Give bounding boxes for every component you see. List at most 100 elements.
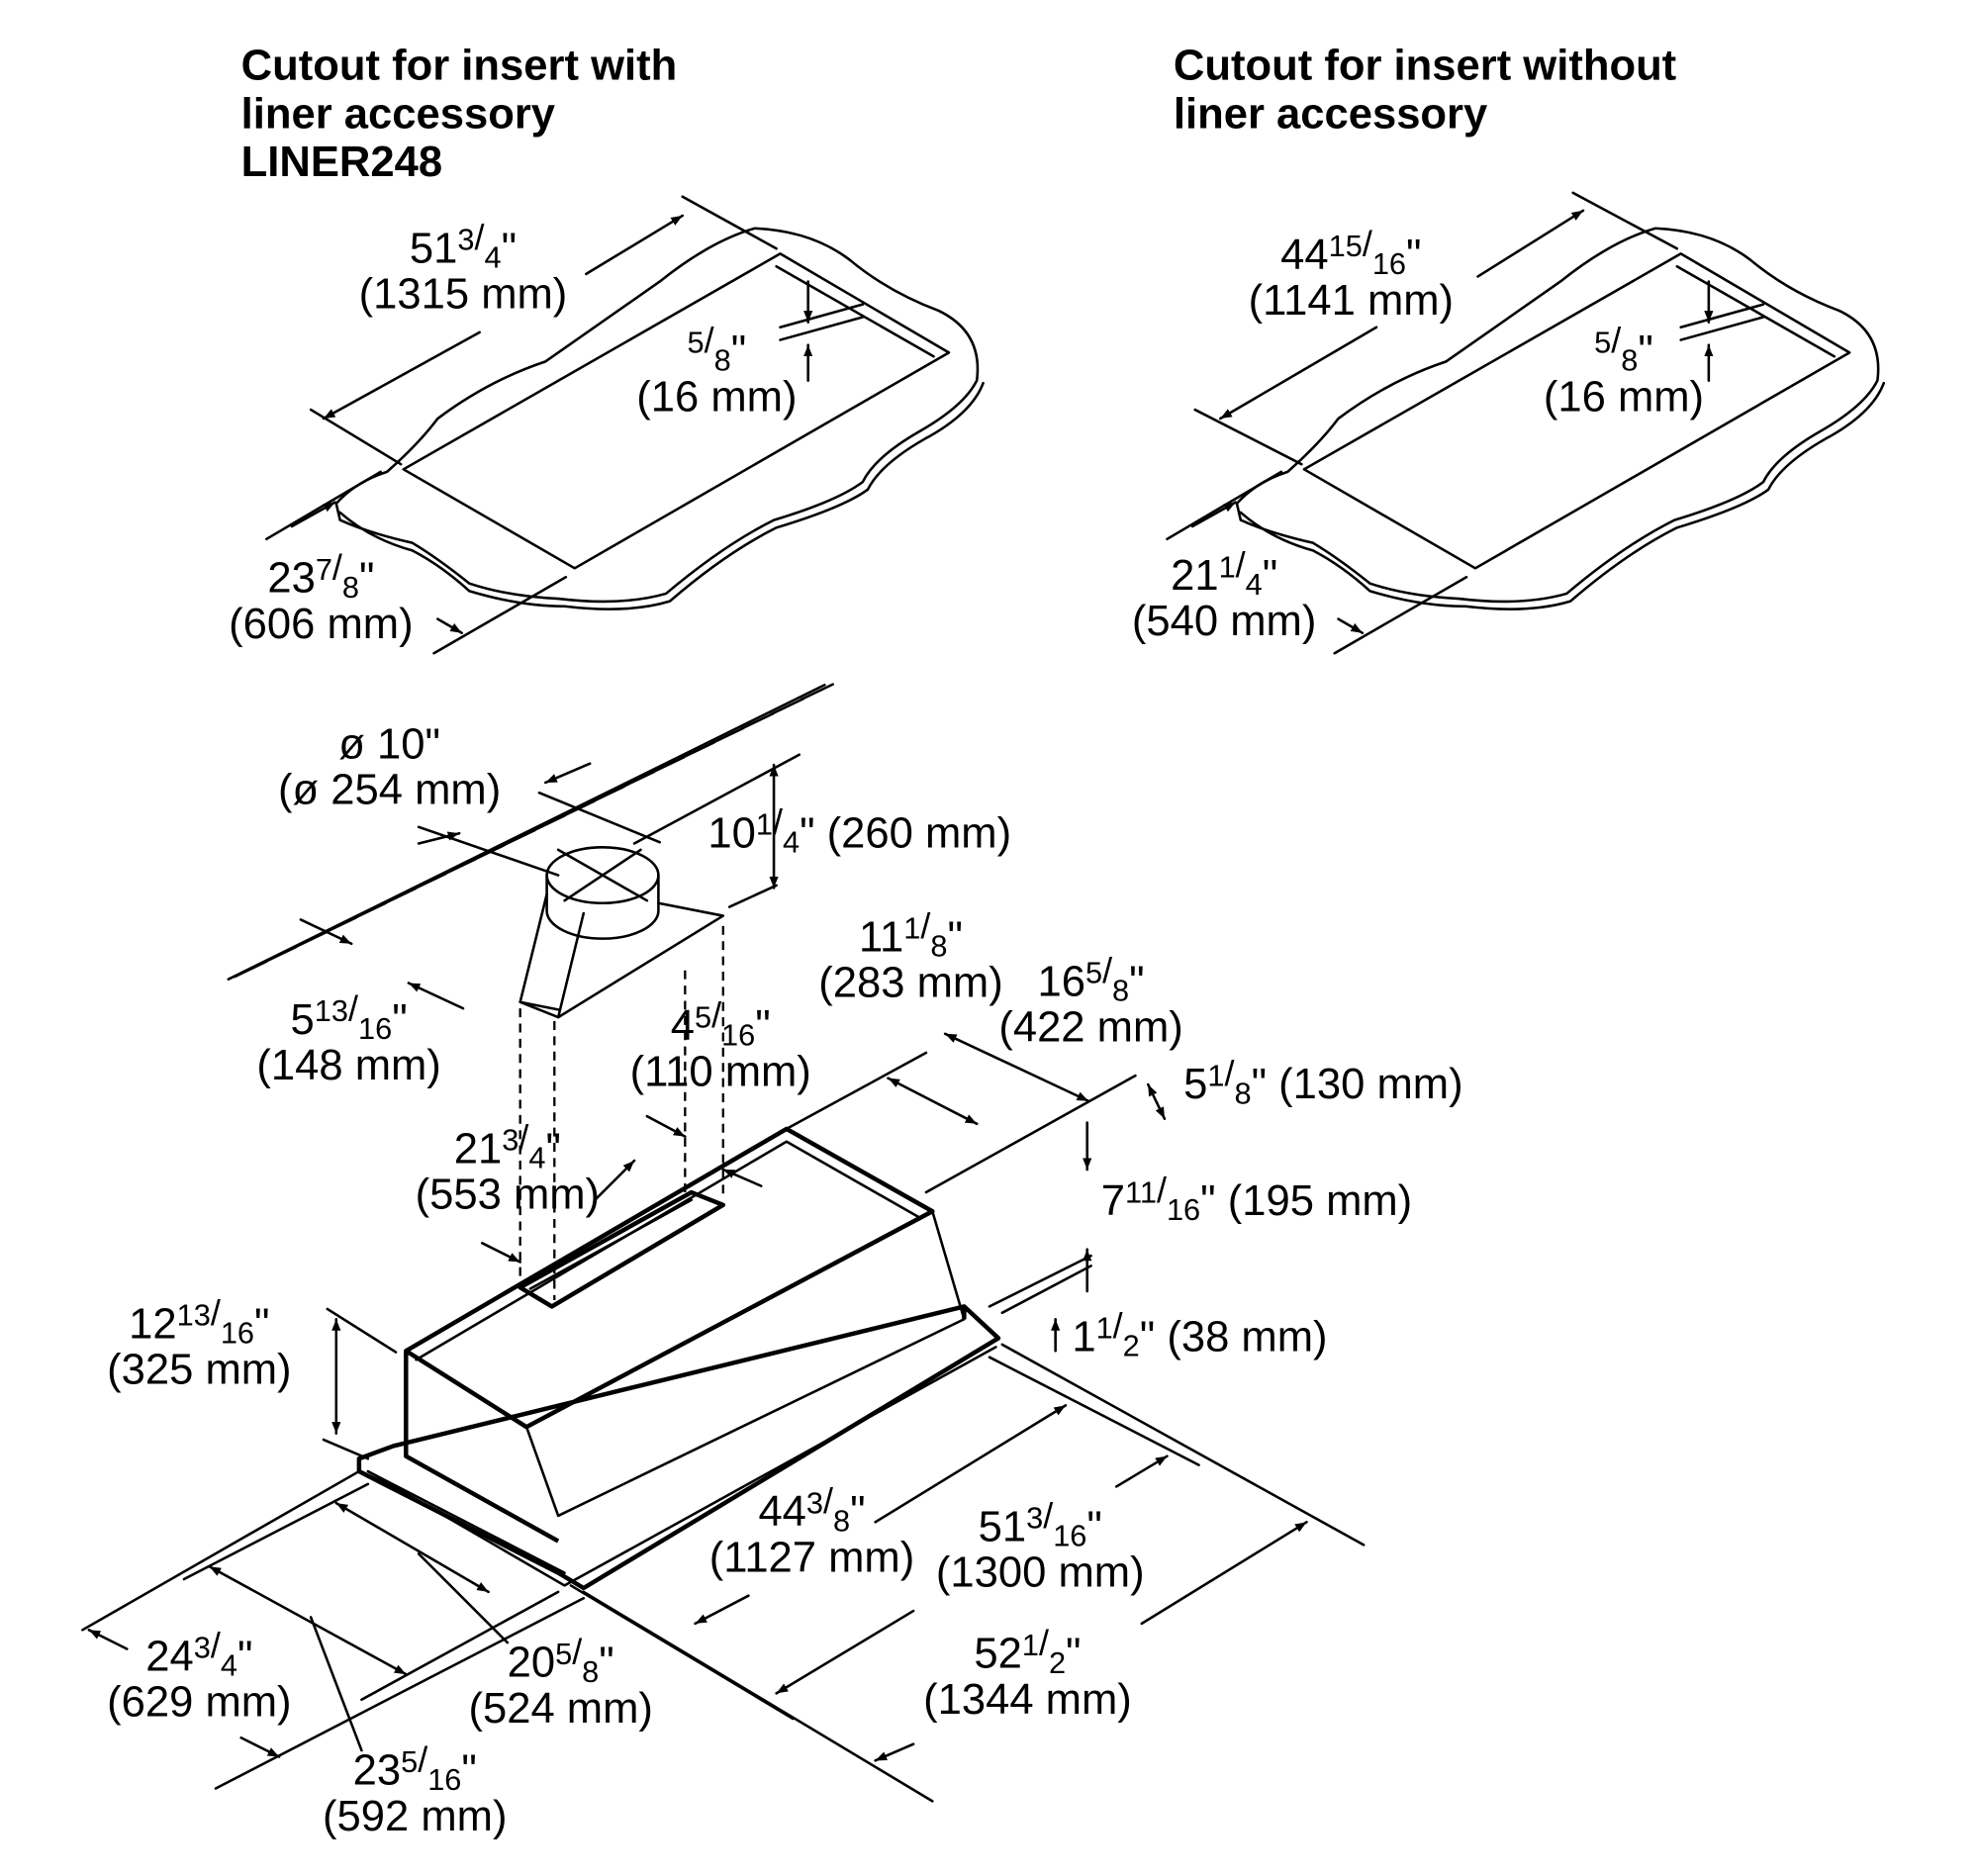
title-line: liner accessory: [241, 90, 555, 138]
dimension-inch: 711/16" (195 mm): [1101, 1171, 1412, 1227]
fraction-slash: /: [1224, 1054, 1234, 1093]
dimension-flange-height: 11/2" (38 mm): [1072, 1306, 1327, 1362]
inch-denominator: 16: [358, 1011, 392, 1046]
dimension-mm: (38 mm): [1155, 1313, 1327, 1360]
dimension-mm: (195 mm): [1216, 1177, 1413, 1225]
dimension-inch: 513/4": [410, 219, 517, 275]
inch-numerator: 1: [1096, 1310, 1113, 1345]
inch-mark: ": [947, 913, 962, 961]
fraction-slash: /: [705, 321, 714, 360]
ceiling-hatch: [531, 814, 566, 832]
ceiling-hatch: [412, 872, 447, 891]
dimension-body-length: 443/8"(1127 mm): [709, 1481, 914, 1581]
inch-whole: 21: [1171, 552, 1218, 600]
ceiling-hatch: [352, 901, 388, 920]
inch-mark: ": [392, 996, 407, 1044]
dimension-labels: 513/4"(1315 mm)5/8"(16 mm)237/8"(606 mm)…: [107, 219, 1704, 1840]
dimension-mm: (1315 mm): [359, 271, 568, 319]
inch-denominator: 4: [1246, 567, 1263, 602]
dimension-body-width: 165/8"(422 mm): [998, 952, 1182, 1052]
inch-denominator: 2: [1049, 1645, 1066, 1680]
dimension-cutout-with-flange: 5/8"(16 mm): [636, 321, 797, 421]
inch-mark: ": [1263, 552, 1277, 600]
ceiling-hatch: [680, 741, 715, 760]
inch-denominator: 4: [783, 824, 800, 859]
dimension-inch: 4415/16": [1280, 225, 1421, 281]
dimension-mm: (592 mm): [323, 1793, 507, 1840]
inch-numerator: 13: [177, 1298, 211, 1333]
dimension-inch: 5/8": [688, 321, 747, 377]
inch-denominator: 8: [342, 570, 359, 605]
dimension-mm: (606 mm): [229, 601, 413, 648]
dimension-inch: 243/4": [145, 1627, 252, 1683]
inch-numerator: 3: [502, 1123, 518, 1158]
inch-numerator: 3: [1026, 1501, 1043, 1536]
dimension-flange-depth: 235/16"(592 mm): [323, 1740, 507, 1840]
dimension-mm: (1300 mm): [936, 1549, 1145, 1597]
ceiling-hatch: [323, 916, 357, 935]
inch-whole: ø 10: [338, 721, 424, 769]
fraction-slash: /: [773, 803, 783, 843]
dimension-mm: (1141 mm): [1249, 277, 1454, 325]
inch-mark: ": [237, 1633, 252, 1680]
dimension-duct-height: 101/4" (260 mm): [707, 803, 1011, 860]
inch-numerator: 3: [194, 1631, 211, 1665]
ceiling-hatch: [441, 858, 477, 877]
ceiling-hatch: [770, 698, 804, 716]
dimension-mm: (ø 254 mm): [278, 767, 501, 814]
fraction-slash: /: [1236, 545, 1246, 585]
dimension-inch: 11/2" (38 mm): [1072, 1306, 1327, 1362]
inch-numerator: 5: [1085, 956, 1102, 990]
inch-numerator: 3: [457, 223, 474, 257]
inch-numerator: 5: [401, 1744, 418, 1779]
fraction-slash: /: [711, 995, 721, 1035]
inch-denominator: 4: [528, 1141, 545, 1175]
ceiling-hatch: [293, 930, 328, 949]
dimension-overall-length: 521/2"(1344 mm): [923, 1624, 1132, 1724]
dimension-side-offset: 111/8"(283 mm): [818, 907, 1002, 1007]
dimension-flange-length: 513/16"(1300 mm): [936, 1497, 1145, 1597]
ceiling-hatch: [620, 770, 656, 789]
inch-denominator: 8: [1112, 973, 1129, 1007]
dimension-duct-diameter: ø 10"(ø 254 mm): [278, 721, 501, 814]
inch-mark: ": [502, 225, 517, 272]
dimension-inch: 443/8": [758, 1481, 865, 1538]
dimension-duct-offset-front: 45/16"(110 mm): [630, 995, 811, 1095]
dimension-mm: (16 mm): [636, 373, 797, 421]
inch-whole: 10: [707, 809, 755, 857]
dimension-cutout-without-length: 4415/16"(1141 mm): [1249, 225, 1454, 325]
inch-mark: ": [424, 721, 439, 769]
inch-mark: ": [1129, 958, 1144, 1005]
dimension-inch: 213/4": [454, 1119, 561, 1175]
fraction-slash: /: [1611, 321, 1621, 360]
dimension-inch: 5/8": [1594, 321, 1653, 377]
inch-numerator: 5: [555, 1637, 572, 1671]
inch-mark: ": [1066, 1631, 1081, 1678]
inch-denominator: 16: [721, 1017, 755, 1052]
inch-denominator: 16: [1053, 1519, 1086, 1553]
inch-mark: ": [254, 1300, 269, 1348]
inch-mark: ": [1200, 1177, 1215, 1225]
dimension-mm: (16 mm): [1544, 373, 1704, 421]
dimension-inch: 211/4": [1171, 545, 1277, 602]
fraction-slash: /: [1039, 1624, 1049, 1663]
dimension-mm: (553 mm): [416, 1172, 600, 1219]
inch-whole: 52: [974, 1631, 1021, 1678]
fraction-slash: /: [332, 548, 342, 588]
inch-whole: 5: [291, 996, 315, 1044]
inch-denominator: 8: [1621, 342, 1638, 377]
dimension-duct-position: 213/4"(553 mm): [416, 1119, 600, 1219]
dimension-mm: (130 mm): [1267, 1061, 1463, 1108]
inch-mark: ": [731, 328, 746, 375]
inch-whole: 44: [758, 1488, 805, 1536]
dimension-body-depth: 205/8"(524 mm): [468, 1633, 652, 1733]
dimension-cutout-with-depth: 237/8"(606 mm): [229, 548, 413, 648]
inch-whole: 5: [1183, 1061, 1207, 1108]
inch-numerator: 1: [756, 807, 773, 842]
inch-whole: 51: [410, 225, 457, 272]
cutout-with-liner-drawing: [265, 195, 985, 655]
inch-mark: ": [359, 555, 374, 603]
inch-denominator: 8: [714, 342, 731, 377]
inch-denominator: 8: [833, 1503, 850, 1538]
inch-whole: 44: [1280, 232, 1328, 279]
